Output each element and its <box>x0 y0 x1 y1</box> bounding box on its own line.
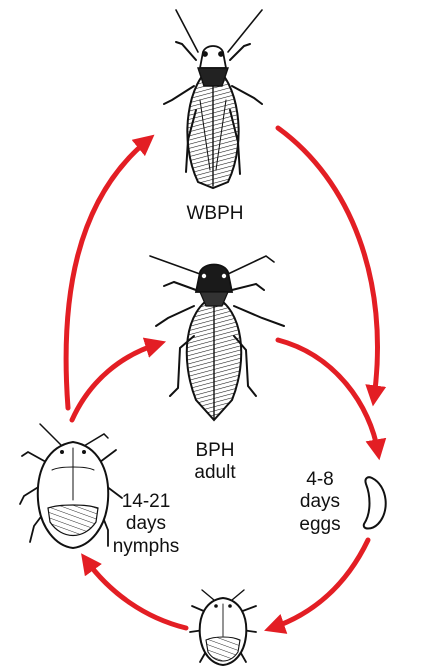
bph-adult-label: BPH adult <box>180 440 250 485</box>
arrow-bph-to-eggs <box>275 337 387 461</box>
bph-adult-icon <box>149 255 285 422</box>
young-nymph-icon <box>189 589 257 667</box>
older-nymph-icon <box>19 423 123 550</box>
nymphs-label-line2: days <box>125 513 167 535</box>
arrow-eggs-to-young-nymph <box>264 537 371 634</box>
wbph-label: WBPH <box>180 203 250 225</box>
egg-icon <box>362 476 387 530</box>
eggs-label: 4-8 days eggs <box>283 469 357 536</box>
arrow-young-nymph-to-nymph <box>81 553 189 631</box>
nymphs-label-line3: nymphs <box>112 535 180 557</box>
bph-label-line2: adult <box>194 462 236 484</box>
nymphs-label-line1: 14-21 <box>121 491 171 512</box>
nymphs-label: 14-21 days nymphs <box>104 491 188 558</box>
arrow-nymph-to-wbph <box>63 134 155 411</box>
eggs-label-line2: days <box>299 491 341 513</box>
arrow-nymph-to-bph <box>69 337 167 423</box>
wbph-adult-icon <box>163 9 263 190</box>
eggs-label-line3: eggs <box>299 513 341 535</box>
eggs-label-line1: 4-8 <box>306 469 334 490</box>
cycle-arrows <box>63 125 387 634</box>
wbph-label-text: WBPH <box>186 203 244 224</box>
arrow-wbph-to-eggs <box>275 125 387 407</box>
bph-label-line1: BPH <box>195 440 235 461</box>
